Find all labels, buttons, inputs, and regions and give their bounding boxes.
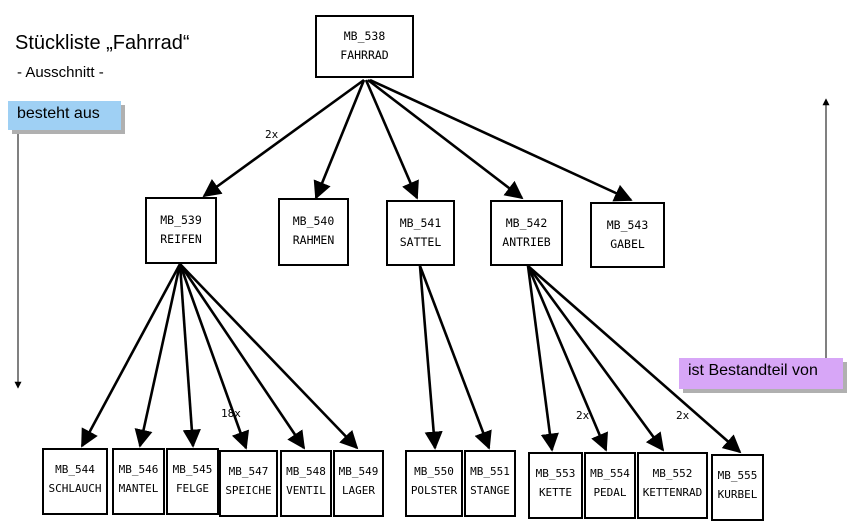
node-level2: MB_549 LAGER: [333, 450, 384, 517]
edge-542-555: [527, 265, 742, 454]
edge-539-549: [179, 263, 359, 450]
node-level2: MB_547 SPEICHE: [219, 450, 278, 517]
node-code: MB_540: [292, 214, 335, 228]
node-name: REIFEN: [160, 232, 202, 246]
node-level2: MB_554 PEDAL: [584, 452, 636, 519]
edge-541-551: [418, 265, 492, 450]
node-name: PEDAL: [593, 486, 627, 499]
node-code: MB_547: [228, 465, 269, 478]
qty-pedal: 2x: [576, 409, 590, 422]
node-name: LAGER: [341, 484, 376, 497]
node-name: KETTE: [538, 486, 573, 499]
node-level2: MB_550 POLSTER: [405, 450, 463, 517]
node-name: KURBEL: [717, 488, 758, 501]
node-level1: MB_539 REIFEN: [145, 197, 217, 264]
node-level2: MB_544 SCHLAUCH: [42, 448, 108, 515]
node-name: GABEL: [610, 237, 645, 251]
node-name: FELGE: [175, 482, 210, 495]
node-level2: MB_551 STANGE: [464, 450, 516, 517]
node-name: STANGE: [470, 484, 510, 497]
edge-539-544: [80, 263, 182, 448]
node-code: MB_551: [470, 465, 510, 478]
edge-538-540: [313, 79, 366, 200]
node-level1: MB_543 GABEL: [590, 202, 665, 268]
node-code: MB_554: [590, 467, 630, 480]
node-level2: MB_545 FELGE: [166, 448, 219, 515]
node-code: MB_542: [505, 216, 548, 230]
node-code: MB_545: [172, 463, 213, 476]
node-code: MB_543: [606, 218, 649, 232]
node-name: SPEICHE: [225, 484, 272, 497]
node-root: MB_538 FAHRRAD: [315, 15, 414, 78]
node-level2: MB_553 KETTE: [528, 452, 583, 519]
node-level1: MB_540 RAHMEN: [278, 198, 349, 266]
besteht-aus-label: besteht aus: [8, 101, 121, 130]
edge-538-541: [364, 79, 419, 200]
edge-538-542: [367, 78, 524, 200]
node-code: MB_544: [55, 463, 95, 476]
node-level2: MB_546 MANTEL: [112, 448, 165, 515]
node-name: ANTRIEB: [502, 235, 551, 249]
node-level1: MB_541 SATTEL: [386, 200, 455, 266]
node-code: MB_549: [338, 465, 379, 478]
node-name: POLSTER: [410, 484, 458, 497]
node-code: MB_555: [717, 469, 758, 482]
node-name: VENTIL: [286, 484, 326, 497]
node-name: MANTEL: [118, 482, 159, 495]
page-title: Stückliste „Fahrrad“: [15, 32, 190, 54]
node-name: SCHLAUCH: [48, 482, 102, 495]
node-code: MB_539: [160, 213, 202, 227]
node-level2: MB_555 KURBEL: [711, 454, 764, 521]
node-code: MB_538: [343, 29, 386, 43]
qty-reifen: 2x: [265, 128, 279, 141]
node-code: MB_553: [535, 467, 576, 480]
node-code: MB_541: [399, 216, 442, 230]
edge-541-550: [418, 265, 443, 450]
qty-kurbel: 2x: [676, 409, 690, 422]
page-subtitle: - Ausschnitt -: [17, 64, 104, 81]
node-name: KETTENRAD: [642, 486, 703, 499]
node-level1: MB_542 ANTRIEB: [490, 200, 563, 266]
node-name: SATTEL: [399, 235, 442, 249]
node-level2: MB_548 VENTIL: [280, 450, 332, 517]
edge-542-554: [526, 265, 608, 452]
edge-538-539: [202, 78, 365, 198]
edge-539-548: [178, 263, 306, 450]
node-level2: MB_552 KETTENRAD: [637, 452, 708, 519]
node-code: MB_546: [118, 463, 159, 476]
node-code: MB_552: [652, 467, 693, 480]
edge-538-543: [369, 78, 633, 202]
edge-542-553: [526, 265, 559, 452]
ist-bestandteil-label: ist Bestandteil von: [679, 358, 843, 389]
node-code: MB_548: [286, 465, 326, 478]
node-code: MB_550: [414, 465, 454, 478]
edge-539-545: [178, 263, 201, 448]
edge-539-547: [178, 263, 250, 450]
qty-speiche: 18x: [221, 407, 241, 420]
node-name: RAHMEN: [292, 233, 335, 247]
node-name: FAHRRAD: [340, 48, 389, 62]
edge-542-552: [526, 265, 665, 452]
edge-539-546: [134, 263, 182, 448]
